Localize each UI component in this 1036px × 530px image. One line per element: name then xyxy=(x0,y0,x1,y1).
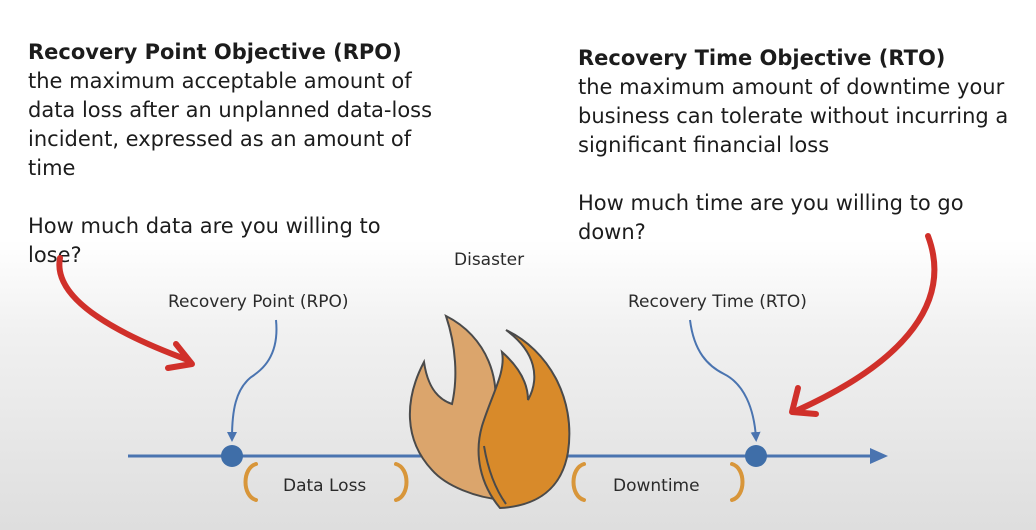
rto-title: Recovery Time Objective (RTO) xyxy=(578,46,946,70)
red-arrow-right xyxy=(789,233,938,417)
downtime-bracket-right xyxy=(730,462,745,502)
recovery-time-dot xyxy=(745,445,767,467)
rpo-definition-line: incident, expressed as an amount of xyxy=(28,127,412,151)
recovery-point-dot xyxy=(221,445,243,467)
downtime-bracket-left xyxy=(571,462,586,502)
timeline-arrowhead xyxy=(870,448,888,464)
rpo-definition-line: data loss after an unplanned data-loss xyxy=(28,98,433,122)
rto-text-block: Recovery Time Objective (RTO) the maximu… xyxy=(578,44,1028,247)
data-loss-bracket-left xyxy=(243,462,258,502)
rpo-definition-line: time xyxy=(28,156,76,180)
red-arrow-left xyxy=(56,255,195,371)
rto-question: How much time are you willing to go down… xyxy=(578,191,964,244)
rto-callout-line xyxy=(689,319,761,442)
rto-definition-line: the maximum amount of downtime your xyxy=(578,75,1005,99)
disaster-label: Disaster xyxy=(454,250,525,270)
rpo-definition-line: the maximum acceptable amount of xyxy=(28,69,412,93)
rpo-question: How much data are you willing to lose? xyxy=(28,214,381,267)
data-loss-bracket-right xyxy=(394,462,409,502)
data-loss-label: Data Loss xyxy=(283,476,367,496)
rpo-callout-line xyxy=(227,319,278,442)
rpo-text-block: Recovery Point Objective (RPO) the maxim… xyxy=(28,38,438,270)
disaster-flame-icon xyxy=(408,314,571,510)
recovery-point-label: Recovery Point (RPO) xyxy=(168,292,349,312)
downtime-label: Downtime xyxy=(613,476,700,496)
rto-definition-line: business can tolerate without incurring … xyxy=(578,104,1009,128)
rpo-title: Recovery Point Objective (RPO) xyxy=(28,40,402,64)
rto-definition-line: significant financial loss xyxy=(578,133,830,157)
recovery-time-label: Recovery Time (RTO) xyxy=(628,292,807,312)
